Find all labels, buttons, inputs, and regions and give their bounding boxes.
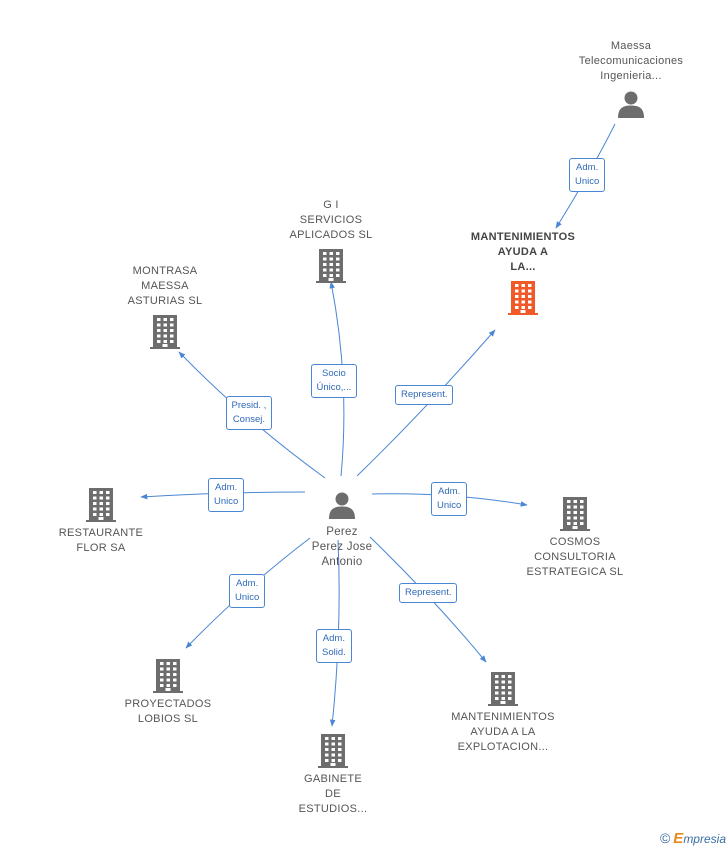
node-label-line: Perez	[326, 526, 358, 538]
node-label: RESTAURANTE FLOR SA	[31, 526, 171, 556]
node-proyectados[interactable]: PROYECTADOS LOBIOS SL	[98, 659, 238, 727]
node-label-line: APLICADOS SL	[289, 229, 373, 241]
edge-label[interactable]: Represent.	[399, 583, 458, 603]
edge-label-line: Unico	[437, 500, 462, 511]
copyright-symbol: ©	[659, 830, 671, 846]
node-label-line: LA...	[510, 261, 536, 273]
building-icon	[153, 659, 183, 693]
building-icon	[316, 249, 346, 283]
building-icon	[560, 497, 590, 531]
node-label-line: AYUDA A	[497, 246, 549, 258]
node-label: MANTENIMIENTOS AYUDA A LA...	[453, 230, 593, 275]
edge-label-line: Adm.	[215, 482, 238, 493]
node-label-line: AYUDA A LA	[470, 726, 536, 738]
person-icon	[618, 91, 644, 118]
node-label-line: COSMOS	[549, 536, 601, 548]
edge-label-line: Unico	[214, 496, 239, 507]
node-label: GABINETE DE ESTUDIOS...	[263, 772, 403, 817]
node-label-line: ESTUDIOS...	[298, 803, 368, 815]
node-label-line: G I	[323, 199, 339, 211]
edge-label-line: Adm.	[236, 578, 259, 589]
edge-label-line: Socio	[322, 368, 346, 379]
edge-label-line: Adm.	[438, 486, 461, 497]
node-mantenimientos-bottom[interactable]: MANTENIMIENTOS AYUDA A LA EXPLOTACION...	[433, 672, 573, 755]
node-label-line: Telecomunicaciones	[578, 55, 684, 67]
edge-label[interactable]: Represent.	[395, 385, 454, 405]
edge-label[interactable]: Adm. Unico	[208, 478, 245, 512]
node-label-line: DE	[325, 788, 341, 800]
node-label-line: ESTRATEGICA SL	[526, 566, 624, 578]
node-label-line: Antonio	[321, 556, 363, 568]
node-montrasa[interactable]: MONTRASA MAESSA ASTURIAS SL	[95, 264, 235, 349]
node-label: PROYECTADOS LOBIOS SL	[98, 697, 238, 727]
edge-label[interactable]: Adm. Solid.	[316, 629, 352, 663]
node-gi-servicios[interactable]: G I SERVICIOS APLICADOS SL	[261, 198, 401, 283]
edge-label-line: Adm.	[576, 162, 599, 173]
edge-label[interactable]: Adm. Unico	[431, 482, 468, 516]
person-icon	[329, 492, 355, 519]
node-cosmos[interactable]: COSMOS CONSULTORIA ESTRATEGICA SL	[505, 497, 645, 580]
edge-label-line: Consej.	[232, 414, 266, 425]
edge-label[interactable]: Adm. Unico	[569, 158, 606, 192]
edge-label-line: Represent.	[405, 587, 452, 598]
node-label-line: SERVICIOS	[299, 214, 363, 226]
node-label-line: Perez Jose	[311, 541, 373, 553]
node-label: MONTRASA MAESSA ASTURIAS SL	[95, 264, 235, 309]
brand-initial: E	[673, 830, 684, 847]
node-label-line: MAESSA	[141, 280, 189, 292]
edge-label-line: Represent.	[401, 389, 448, 400]
edge-label-line: Presid. ,	[231, 400, 267, 411]
edge-label-line: Unico	[575, 176, 600, 187]
node-label: G I SERVICIOS APLICADOS SL	[261, 198, 401, 243]
node-label-line: GABINETE	[303, 773, 363, 785]
edge-label-line: Solid.	[322, 647, 346, 658]
node-gabinete[interactable]: GABINETE DE ESTUDIOS...	[263, 734, 403, 817]
edge-label-line: Unico	[235, 592, 260, 603]
building-icon	[318, 734, 348, 768]
node-restaurante[interactable]: RESTAURANTE FLOR SA	[31, 488, 171, 556]
copyright-footer: ©Empresia	[660, 830, 726, 847]
node-label-line: MONTRASA	[132, 265, 198, 277]
node-label-line: MANTENIMIENTOS	[451, 711, 555, 723]
node-label: COSMOS CONSULTORIA ESTRATEGICA SL	[505, 535, 645, 580]
building-icon	[150, 315, 180, 349]
node-label-line: ASTURIAS SL	[127, 295, 203, 307]
node-label-line: PROYECTADOS	[124, 698, 212, 710]
building-icon	[508, 281, 538, 315]
edge-label-line: Único,...	[316, 382, 352, 393]
node-label-line: RESTAURANTE	[58, 527, 144, 539]
edge-label[interactable]: Presid. , Consej.	[225, 396, 273, 430]
node-label-line: Maessa	[610, 40, 652, 52]
building-icon	[86, 488, 116, 522]
brand-name: mpresia	[683, 832, 726, 846]
node-label-line: EXPLOTACION...	[457, 741, 549, 753]
node-label: MANTENIMIENTOS AYUDA A LA EXPLOTACION...	[433, 710, 573, 755]
edge-label[interactable]: Adm. Unico	[229, 574, 266, 608]
node-label-line: Ingenieria...	[600, 70, 662, 82]
node-label-line: CONSULTORIA	[534, 551, 616, 563]
node-label-line: FLOR SA	[76, 542, 126, 554]
node-mantenimientos-top[interactable]: MANTENIMIENTOS AYUDA A LA...	[453, 230, 593, 315]
building-icon	[488, 672, 518, 706]
node-label-line: LOBIOS SL	[137, 713, 199, 725]
edge-perez-to-mantenimientos-top	[356, 329, 496, 477]
node-label-line: MANTENIMIENTOS	[470, 231, 576, 243]
edge-label-line: Adm.	[322, 633, 345, 644]
